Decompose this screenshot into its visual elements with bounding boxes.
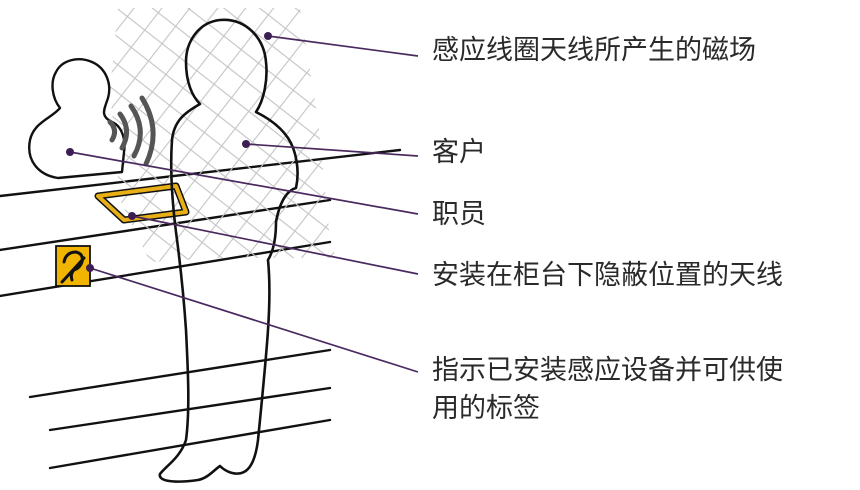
hearing-loop-sign [55,245,91,287]
label-sign-line-2: 用的标签 [432,393,540,424]
label-customer: 客户 [432,137,486,168]
hearing-loop-ear-icon [60,250,86,284]
customer-silhouette [28,58,126,180]
leader-customer [245,143,419,157]
sound-waves-icon [107,95,156,167]
counter-lines [0,148,402,470]
leader-dots [66,32,272,272]
dot-antenna [128,212,136,220]
leader-sign [89,267,419,373]
label-sign: 指示已安装感应设备并可供使 用的标签 [432,352,860,428]
leader-staff [69,151,419,215]
leader-antenna [131,215,419,275]
dot-staff [66,148,74,156]
leader-lines [69,35,419,373]
label-antenna: 安装在柜台下隐蔽位置的天线 [432,260,783,291]
leader-magnetic-field [267,35,419,57]
label-staff: 职员 [432,199,486,230]
counter-base-line-3 [48,418,332,470]
dot-sign [86,264,94,272]
counter-base-line-1 [28,348,332,399]
dot-customer [242,140,250,148]
dot-magnetic-field [264,32,272,40]
counter-base-line-2 [48,386,332,432]
label-magnetic-field: 感应线圈天线所产生的磁场 [432,35,756,66]
label-sign-line-1: 指示已安装感应设备并可供使 [432,355,783,386]
